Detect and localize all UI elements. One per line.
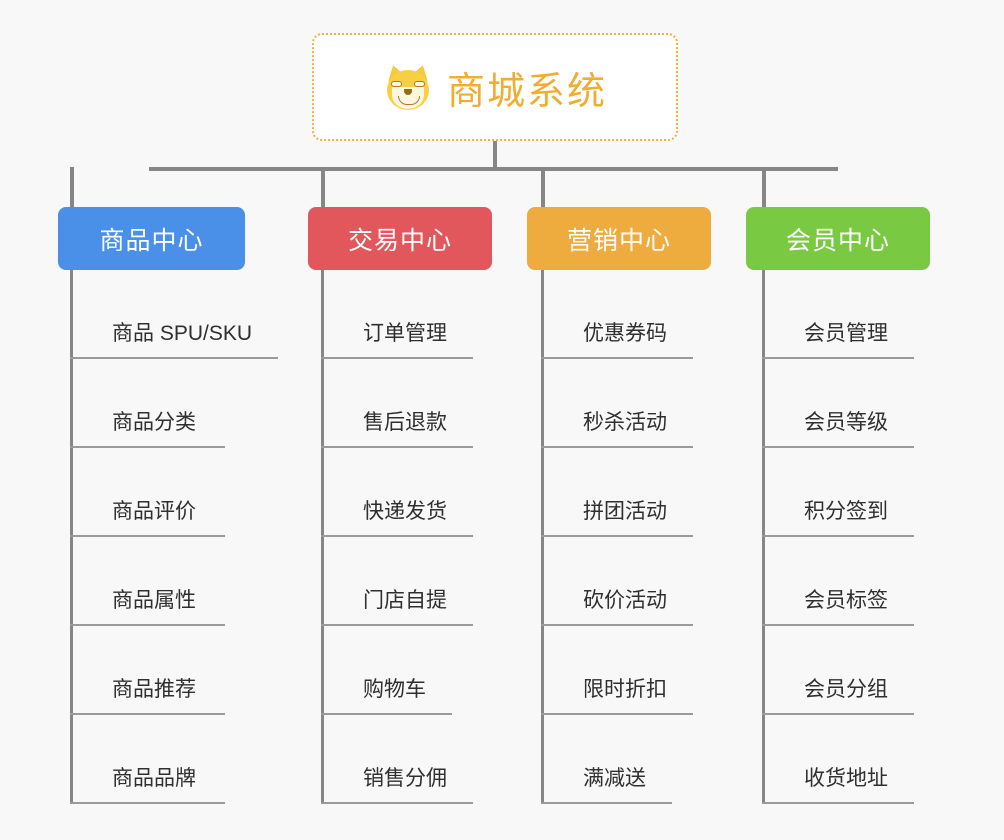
- leaf-item-underline: [762, 535, 914, 537]
- leaf-item[interactable]: 商品品牌: [70, 715, 225, 804]
- leaf-item-underline: [762, 446, 914, 448]
- leaf-item-underline: [541, 624, 693, 626]
- connector-drop-marketing-center: [541, 167, 545, 207]
- leaf-item-underline: [321, 357, 473, 359]
- leaf-item-underline: [321, 713, 452, 715]
- leaf-item-underline: [321, 535, 473, 537]
- leaf-item[interactable]: 商品分类: [70, 359, 225, 448]
- leaf-item-label: 限时折扣: [583, 678, 667, 701]
- leaf-item-label: 商品属性: [112, 589, 196, 612]
- leaf-item[interactable]: 优惠券码: [541, 270, 693, 359]
- category-label: 交易中心: [347, 226, 452, 255]
- leaf-item-underline: [762, 624, 914, 626]
- leaf-item-underline: [541, 446, 693, 448]
- leaf-item[interactable]: 砍价活动: [541, 537, 693, 626]
- leaf-item-label: 商品 SPU/SKU: [112, 322, 253, 345]
- leaf-item[interactable]: 会员分组: [762, 626, 914, 715]
- leaf-item-label: 商品品牌: [112, 767, 196, 790]
- leaf-item-label: 会员等级: [804, 411, 888, 434]
- leaf-item-underline: [541, 535, 693, 537]
- connector-root-stem: [493, 141, 497, 170]
- leaf-item[interactable]: 积分签到: [762, 448, 914, 537]
- leaf-item-label: 收货地址: [804, 767, 888, 790]
- leaf-item[interactable]: 限时折扣: [541, 626, 693, 715]
- leaf-item[interactable]: 快递发货: [321, 448, 473, 537]
- leaf-item-underline: [541, 713, 693, 715]
- category-box-product-center[interactable]: 商品中心: [58, 207, 245, 270]
- leaf-item-underline: [762, 802, 914, 804]
- leaf-item[interactable]: 商品 SPU/SKU: [70, 270, 278, 359]
- leaf-spine: [321, 270, 324, 804]
- leaf-spine: [762, 270, 765, 804]
- leaf-item-label: 商品评价: [112, 500, 196, 523]
- leaf-item-underline: [321, 624, 473, 626]
- leaf-item-underline: [70, 357, 278, 359]
- leaf-spine: [541, 270, 544, 804]
- leaf-item-label: 积分签到: [804, 500, 888, 523]
- leaf-item-label: 销售分佣: [363, 767, 447, 790]
- category-box-trade-center[interactable]: 交易中心: [308, 207, 492, 270]
- root-node[interactable]: 商城系统: [312, 33, 678, 141]
- leaf-item-underline: [70, 535, 225, 537]
- leaf-item[interactable]: 秒杀活动: [541, 359, 693, 448]
- leaf-item[interactable]: 售后退款: [321, 359, 473, 448]
- connector-drop-member-center: [762, 167, 766, 207]
- leaf-item[interactable]: 商品推荐: [70, 626, 225, 715]
- leaf-item-label: 售后退款: [363, 411, 447, 434]
- category-box-member-center[interactable]: 会员中心: [746, 207, 930, 270]
- leaf-item-label: 会员分组: [804, 678, 888, 701]
- leaf-item-underline: [321, 446, 473, 448]
- leaf-item-underline: [70, 446, 225, 448]
- leaf-item[interactable]: 商品评价: [70, 448, 225, 537]
- root-title: 商城系统: [446, 70, 607, 113]
- leaf-item[interactable]: 门店自提: [321, 537, 473, 626]
- category-box-marketing-center[interactable]: 营销中心: [527, 207, 711, 270]
- leaf-item-label: 优惠券码: [583, 322, 667, 345]
- connector-horizontal-bus: [149, 167, 838, 171]
- leaf-item-underline: [762, 357, 914, 359]
- leaf-item-underline: [321, 802, 473, 804]
- leaf-item[interactable]: 会员管理: [762, 270, 914, 359]
- category-label: 商品中心: [99, 226, 204, 255]
- connector-drop-product-center: [70, 167, 74, 207]
- leaf-item-label: 购物车: [363, 678, 426, 701]
- leaf-item-label: 拼团活动: [583, 500, 667, 523]
- leaf-spine: [70, 270, 73, 804]
- leaf-item-label: 商品分类: [112, 411, 196, 434]
- leaf-item[interactable]: 满减送: [541, 715, 672, 804]
- leaf-item-label: 满减送: [583, 767, 646, 790]
- leaf-item[interactable]: 商品属性: [70, 537, 225, 626]
- leaf-item-underline: [541, 357, 693, 359]
- leaf-item-underline: [541, 802, 672, 804]
- leaf-item-label: 会员标签: [804, 589, 888, 612]
- leaf-item-label: 商品推荐: [112, 678, 196, 701]
- leaf-item[interactable]: 会员等级: [762, 359, 914, 448]
- leaf-item-label: 砍价活动: [583, 589, 667, 612]
- connector-drop-trade-center: [321, 167, 325, 207]
- leaf-item-label: 快递发货: [363, 500, 447, 523]
- leaf-item-underline: [70, 713, 225, 715]
- dog-face-icon: [383, 62, 433, 112]
- leaf-item[interactable]: 拼团活动: [541, 448, 693, 537]
- leaf-item-underline: [762, 713, 914, 715]
- leaf-item[interactable]: 购物车: [321, 626, 452, 715]
- leaf-item-label: 订单管理: [363, 322, 447, 345]
- leaf-item-underline: [70, 624, 225, 626]
- category-label: 会员中心: [785, 226, 890, 255]
- leaf-item-label: 门店自提: [363, 589, 447, 612]
- leaf-item[interactable]: 销售分佣: [321, 715, 473, 804]
- leaf-item[interactable]: 订单管理: [321, 270, 473, 359]
- leaf-item-underline: [70, 802, 225, 804]
- leaf-item-label: 会员管理: [804, 322, 888, 345]
- leaf-item-label: 秒杀活动: [583, 411, 667, 434]
- category-label: 营销中心: [566, 226, 671, 255]
- leaf-item[interactable]: 收货地址: [762, 715, 914, 804]
- leaf-item[interactable]: 会员标签: [762, 537, 914, 626]
